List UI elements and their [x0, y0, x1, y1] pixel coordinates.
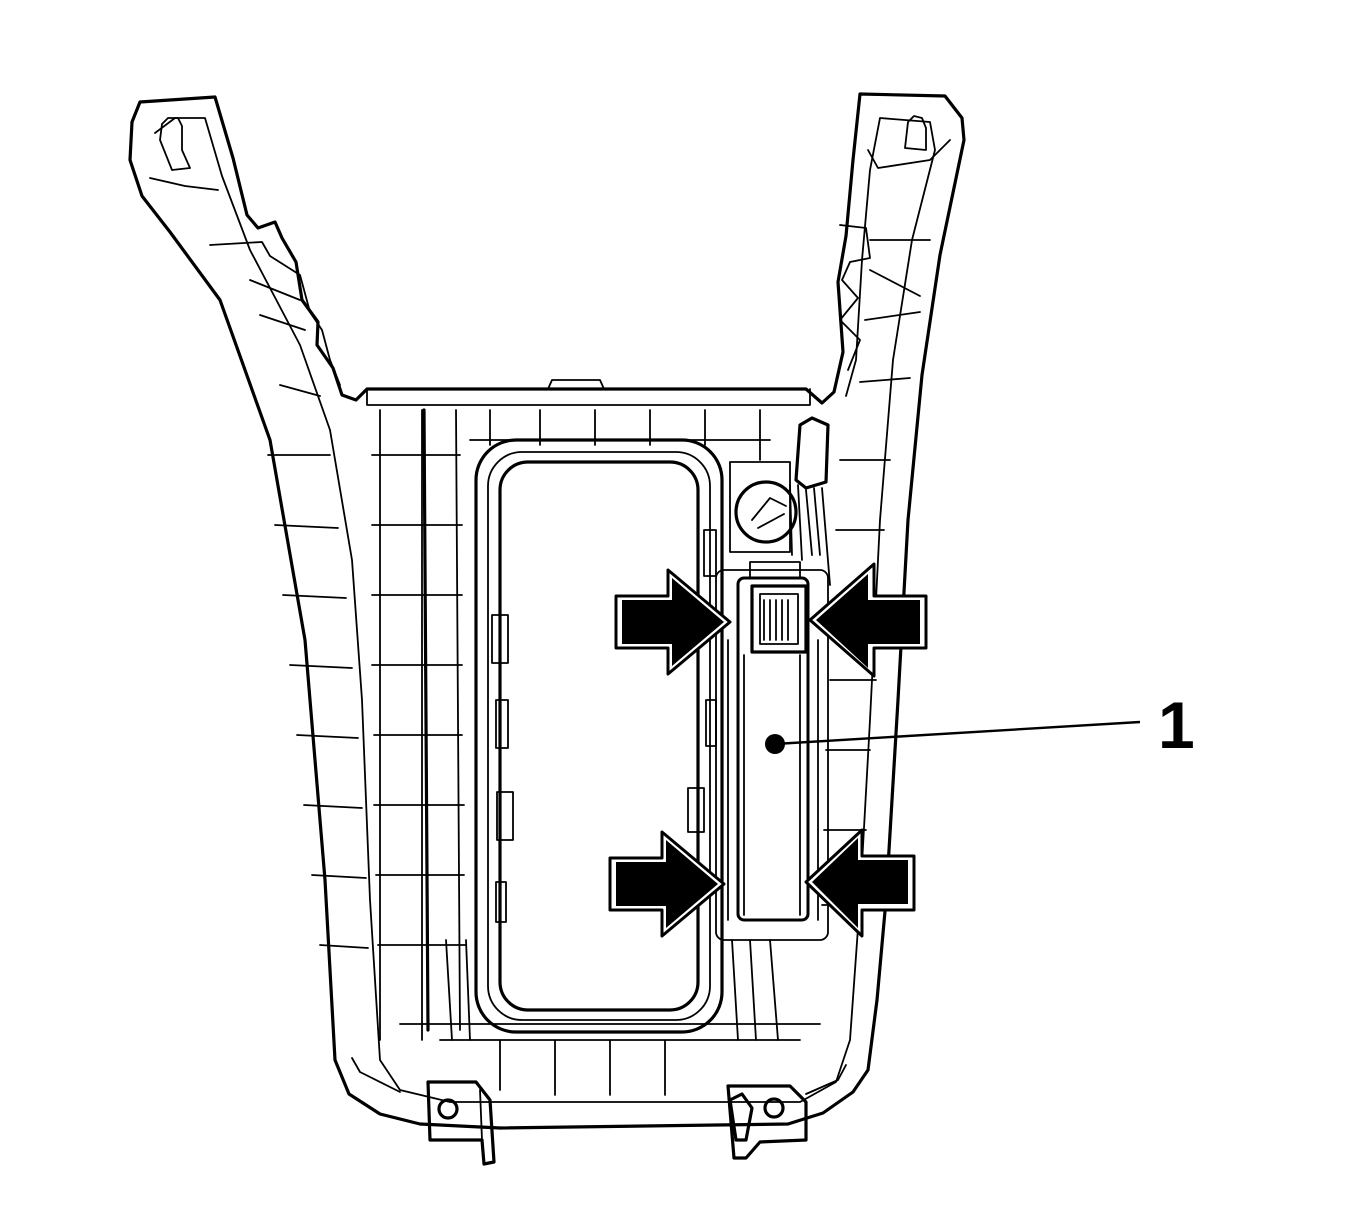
wire-harness	[789, 416, 831, 586]
left-top-mounting-tab	[149, 117, 341, 397]
shifter-opening	[474, 438, 724, 1034]
release-arrow-lower-left	[608, 830, 726, 938]
upper-lip	[366, 379, 811, 406]
lower-left-clip	[426, 1080, 496, 1166]
lower-right-clip	[726, 1084, 808, 1160]
right-top-mounting-tab	[839, 115, 951, 383]
callout-number: 1	[1158, 688, 1195, 762]
release-arrow-upper-right	[808, 562, 928, 678]
release-arrow-lower-right	[804, 828, 916, 938]
trim-panel-outline	[128, 92, 966, 1130]
callout-leader	[765, 720, 1141, 754]
release-arrow-upper-left	[614, 568, 732, 676]
lower-ribs	[445, 939, 779, 1041]
circular-boss	[729, 461, 798, 553]
